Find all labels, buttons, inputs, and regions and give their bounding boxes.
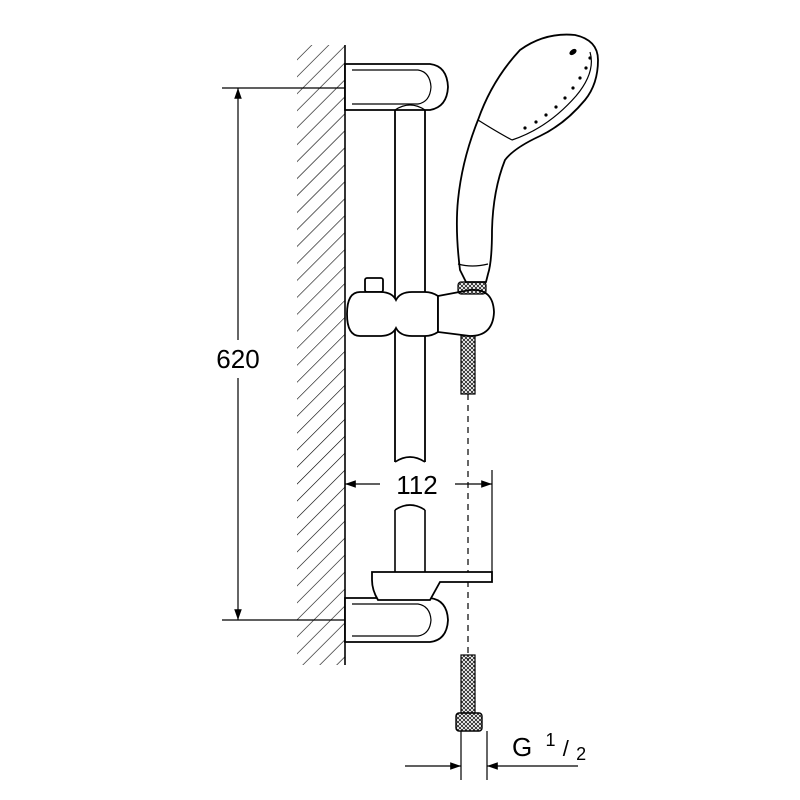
thread-label-denominator: 2 (576, 744, 586, 764)
thread-label: G 1 / 2 (512, 722, 586, 764)
height-dimension-label: 620 (216, 344, 259, 374)
thread-label-main: G (512, 732, 532, 762)
hose-upper (460, 335, 476, 660)
top-wall-bracket (344, 63, 449, 111)
hand-shower (455, 33, 599, 283)
projection-dimension-label: 112 (396, 470, 437, 500)
spray-nozzles (523, 48, 592, 130)
thread-dimension: G 1 / 2 (405, 722, 586, 770)
thread-label-slash: / (563, 736, 570, 761)
hose-lower (455, 654, 488, 780)
slider-holder (346, 277, 495, 337)
wall (297, 45, 346, 665)
projection-dimension: 112 (345, 470, 493, 572)
height-dimension: 620 (216, 87, 345, 621)
bottom-wall-bracket (344, 571, 493, 643)
slide-rail (394, 104, 426, 600)
thread-label-numerator: 1 (545, 730, 555, 750)
